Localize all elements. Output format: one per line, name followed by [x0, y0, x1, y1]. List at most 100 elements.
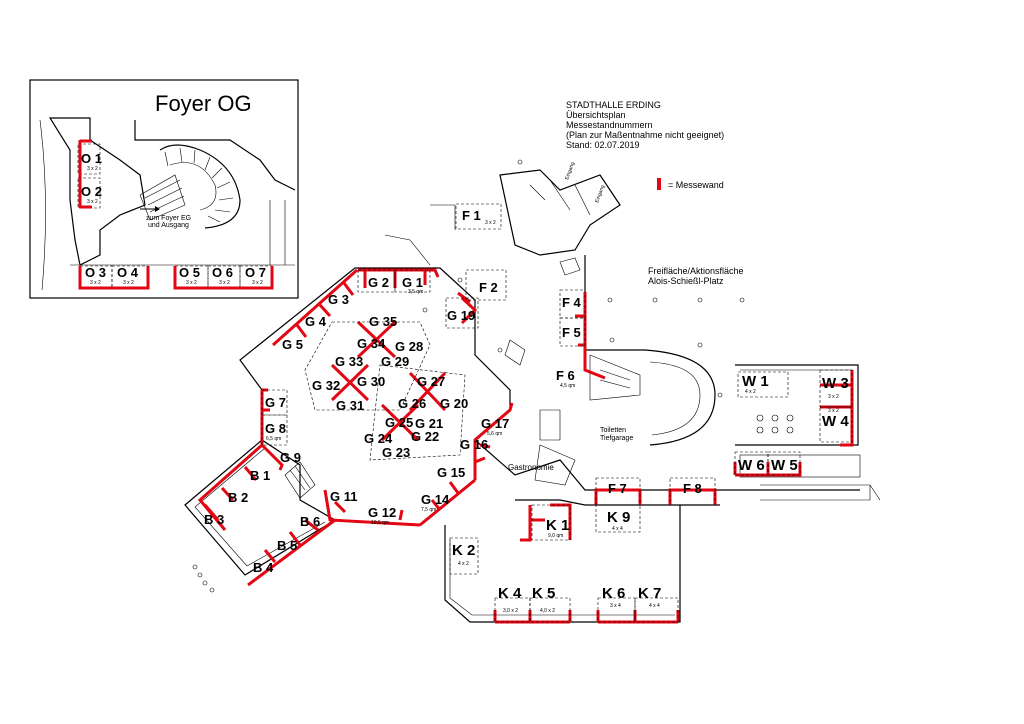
- booth-w1-label: W 1: [742, 373, 769, 390]
- booth-g21[interactable]: G 21: [415, 416, 443, 431]
- booth-g23-label: G 23: [382, 445, 410, 460]
- booth-k5-label: K 5: [532, 585, 555, 602]
- booth-f8[interactable]: F 8: [683, 481, 702, 496]
- booth-o2[interactable]: O 2 3 x 2: [77, 177, 102, 209]
- booth-o6-size: 3 x 2: [219, 280, 230, 286]
- booth-o4[interactable]: O 4 3 x 2: [111, 265, 150, 290]
- booth-g20[interactable]: G 20: [440, 396, 468, 411]
- booth-o7-label: O 7: [245, 265, 266, 280]
- booth-g26-label: G 26: [398, 396, 426, 411]
- booth-o7[interactable]: O 7 3 x 2: [239, 265, 274, 290]
- booth-g33[interactable]: G 33: [335, 354, 363, 369]
- booth-g8[interactable]: G 8 6,5 qm: [265, 421, 286, 442]
- booth-k5-size: 4,0 x 2: [540, 608, 555, 614]
- booth-g12[interactable]: G 12 10,5 qm: [368, 505, 396, 526]
- booth-g3[interactable]: G 3: [328, 292, 349, 307]
- booth-k2[interactable]: K 2 4 x 2: [452, 542, 475, 567]
- booth-f2[interactable]: F 2: [479, 280, 498, 295]
- booth-o6[interactable]: O 6 3 x 2: [207, 265, 241, 290]
- booth-g5[interactable]: G 5: [282, 337, 303, 352]
- booth-b6[interactable]: B 6: [300, 514, 320, 529]
- booth-b4[interactable]: B 4: [253, 560, 274, 575]
- booth-k7[interactable]: K 7 4 x 4: [638, 585, 661, 609]
- booth-k1-label: K 1: [546, 517, 569, 534]
- booth-f5[interactable]: F 5: [562, 325, 581, 340]
- booth-g5-label: G 5: [282, 337, 303, 352]
- foyer-wall-left: [48, 117, 146, 266]
- booth-g19[interactable]: G 19: [447, 308, 475, 323]
- booth-f1-size: 3 x 2: [485, 220, 496, 226]
- booth-k1[interactable]: K 1 9,0 qm: [546, 517, 569, 539]
- booth-g30[interactable]: G 30: [357, 374, 385, 389]
- booth-f6-size: 4,5 qm: [560, 383, 575, 389]
- booth-o2-label: O 2: [81, 184, 102, 199]
- booth-g28[interactable]: G 28: [395, 339, 423, 354]
- booth-b2[interactable]: B 2: [228, 490, 248, 505]
- booth-g16[interactable]: G 16: [460, 437, 488, 452]
- booth-g4-label: G 4: [305, 314, 327, 329]
- booth-b5[interactable]: B 5: [277, 538, 297, 553]
- booth-g16-label: G 16: [460, 437, 488, 452]
- booth-k5[interactable]: K 5 4,0 x 2: [532, 585, 555, 614]
- booth-o1-label: O 1: [81, 151, 102, 166]
- booth-g34-label: G 34: [357, 336, 386, 351]
- booth-g17[interactable]: G 17 5,6 qm: [481, 416, 509, 437]
- booth-labels: F 1 3 x 2 F 2 F 4 F 5 F 6 4,5 qm F 7 F 8…: [204, 208, 849, 614]
- booth-w6[interactable]: W 6: [738, 457, 765, 474]
- booth-o4-label: O 4: [117, 265, 139, 280]
- booth-g26[interactable]: G 26: [398, 396, 426, 411]
- booth-g22[interactable]: G 22: [411, 429, 439, 444]
- entrance-label-1: Eingang: [564, 161, 576, 181]
- exhibition-walls: [197, 268, 854, 624]
- booth-w1-size: 4 x 2: [745, 389, 756, 395]
- booth-g1[interactable]: G 1 3,5 qm: [402, 275, 423, 295]
- booth-o5-size: 3 x 2: [186, 280, 197, 286]
- booth-f4[interactable]: F 4: [562, 295, 582, 310]
- booth-g15-label: G 15: [437, 465, 465, 480]
- booth-g34[interactable]: G 34: [357, 336, 386, 351]
- booth-b3[interactable]: B 3: [204, 512, 224, 527]
- booth-g11[interactable]: G 11: [330, 489, 357, 504]
- booth-g17-label: G 17: [481, 416, 509, 431]
- booth-w1[interactable]: W 1 4 x 2: [742, 373, 769, 395]
- booth-k9[interactable]: K 9 4 x 4: [607, 509, 630, 532]
- booth-f7[interactable]: F 7: [608, 481, 627, 496]
- booth-g14[interactable]: G 14 7,5 qm: [421, 492, 450, 513]
- booth-g9[interactable]: G 9: [280, 450, 301, 465]
- legend-wall-swatch: [657, 178, 661, 190]
- booth-o2-size: 3 x 2: [87, 199, 98, 205]
- booth-g3-label: G 3: [328, 292, 349, 307]
- booth-g35[interactable]: G 35: [369, 314, 397, 329]
- booth-f4-label: F 4: [562, 295, 582, 310]
- booth-o1[interactable]: O 1 3 x 2: [77, 139, 102, 178]
- booth-f1[interactable]: F 1 3 x 2: [462, 208, 496, 226]
- booth-g29[interactable]: G 29: [381, 354, 409, 369]
- booth-g15[interactable]: G 15: [437, 465, 465, 480]
- booth-f8-label: F 8: [683, 481, 702, 496]
- booth-g32[interactable]: G 32: [312, 378, 340, 393]
- booth-g27[interactable]: G 27: [417, 374, 445, 389]
- booth-k6-label: K 6: [602, 585, 625, 602]
- booth-w3[interactable]: W 3 3 x 2: [822, 375, 849, 400]
- booth-g25[interactable]: G 25: [385, 415, 413, 430]
- booth-k6-size: 3 x 4: [610, 603, 621, 609]
- booth-k4[interactable]: K 4 3,0 x 2: [498, 585, 522, 614]
- booth-k9-size: 4 x 4: [612, 526, 623, 532]
- booth-w4[interactable]: W 4 3 x 2: [822, 408, 849, 430]
- booth-g32-label: G 32: [312, 378, 340, 393]
- booth-o3[interactable]: O 3 3 x 2: [78, 265, 113, 290]
- booth-f5-label: F 5: [562, 325, 581, 340]
- booth-o5[interactable]: O 5 3 x 2: [173, 265, 209, 290]
- booth-g2[interactable]: G 2: [368, 275, 389, 290]
- booth-g4[interactable]: G 4: [305, 314, 327, 329]
- booth-b1[interactable]: B 1: [250, 468, 270, 483]
- booth-g14-size: 7,5 qm: [421, 507, 436, 513]
- booth-g7[interactable]: G 7: [265, 395, 286, 410]
- booth-g23[interactable]: G 23: [382, 445, 410, 460]
- booth-g31[interactable]: G 31: [336, 398, 364, 413]
- foyer-title: Foyer OG: [155, 91, 252, 116]
- booth-w5[interactable]: W 5: [771, 457, 798, 474]
- booth-k6[interactable]: K 6 3 x 4: [602, 585, 625, 609]
- booth-g24[interactable]: G 24: [364, 431, 393, 446]
- booth-f6[interactable]: F 6 4,5 qm: [556, 368, 575, 389]
